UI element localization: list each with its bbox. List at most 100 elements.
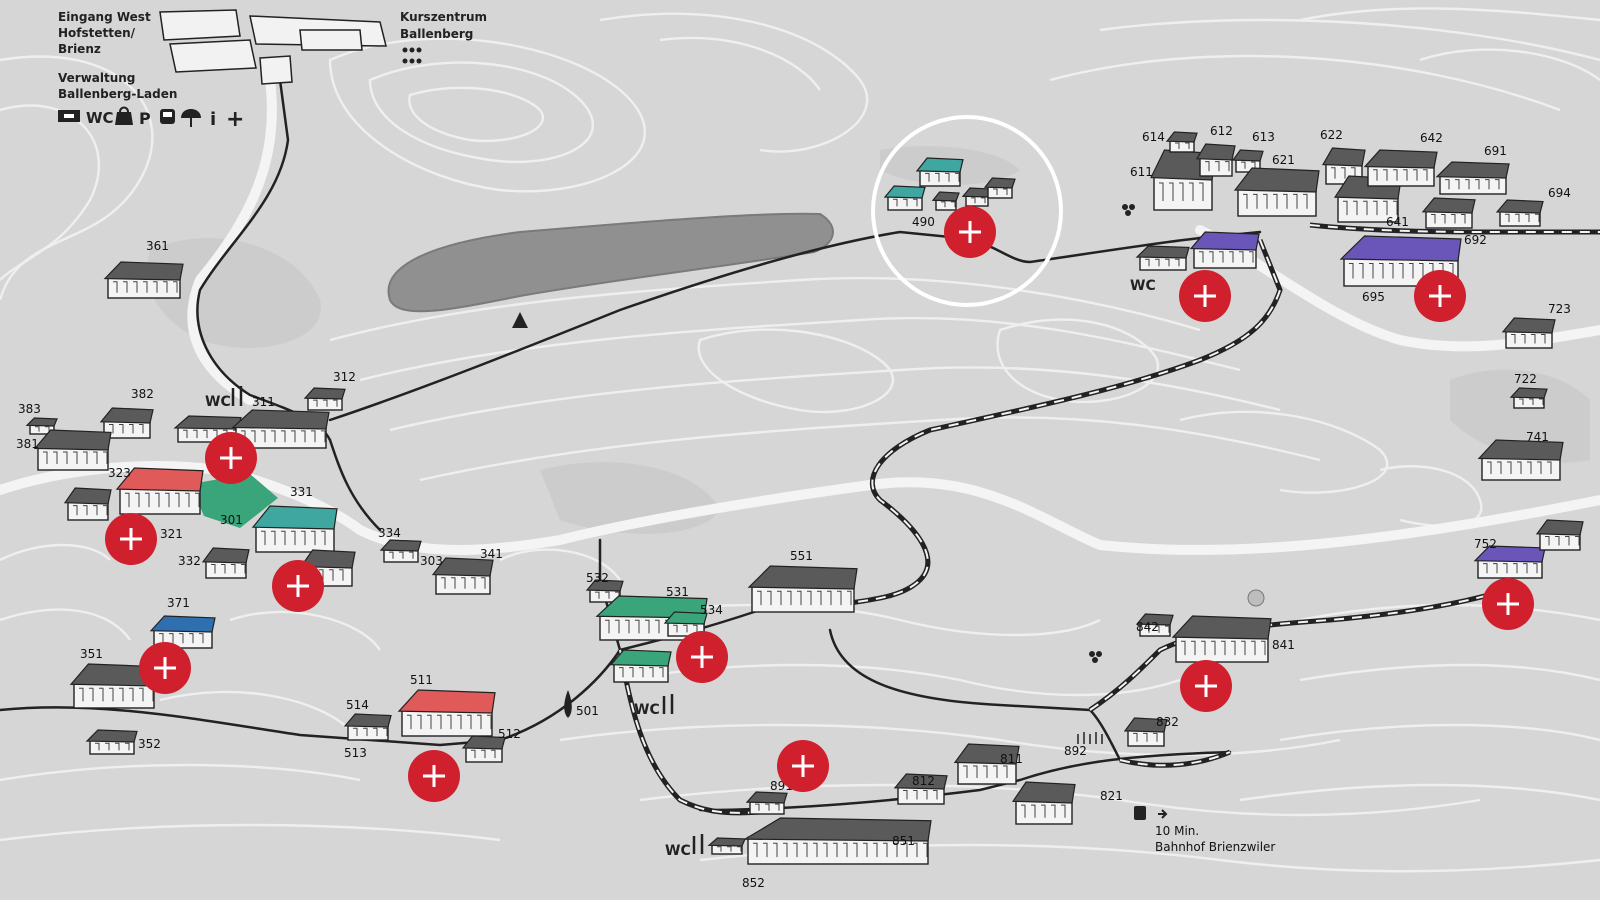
building-852	[707, 837, 746, 855]
building-691	[1435, 161, 1510, 195]
building-number-821: 821	[1100, 789, 1123, 803]
building-number-851: 851	[892, 834, 915, 848]
building-621	[1233, 167, 1320, 217]
vineyard-icon	[1077, 732, 1103, 744]
plus-icon[interactable]	[792, 755, 814, 777]
train-icon	[1134, 806, 1168, 820]
plus-icon[interactable]	[1195, 675, 1217, 697]
building-number-741: 741	[1526, 430, 1549, 444]
plus-icon[interactable]	[1194, 285, 1216, 307]
building-number-694: 694	[1548, 186, 1571, 200]
building-number-301: 301	[220, 513, 243, 527]
building-383	[25, 417, 58, 435]
building-613	[1231, 149, 1264, 173]
building-number-311: 311	[252, 395, 275, 409]
add-marker-5[interactable]	[408, 750, 460, 802]
building-number-332: 332	[178, 554, 201, 568]
add-marker-11[interactable]	[1180, 660, 1232, 712]
building-512	[461, 735, 506, 763]
building-490e	[983, 177, 1016, 199]
add-marker-2[interactable]	[105, 513, 157, 565]
building-533	[609, 649, 672, 683]
building-number-361: 361	[146, 239, 169, 253]
info-icon: i	[210, 109, 216, 130]
people-icon	[402, 47, 422, 64]
building-number-331: 331	[290, 485, 313, 499]
building-number-812: 812	[912, 774, 935, 788]
wc-label-bottom: WC	[665, 843, 691, 859]
building-612	[1195, 143, 1236, 177]
building-number-723: 723	[1548, 302, 1571, 316]
add-marker-6[interactable]	[676, 631, 728, 683]
building-351	[69, 663, 158, 709]
add-marker-3[interactable]	[272, 560, 324, 612]
add-marker-4[interactable]	[139, 642, 191, 694]
add-markers	[105, 206, 1534, 802]
building-number-691: 691	[1484, 144, 1507, 158]
plus-icon[interactable]	[120, 528, 142, 550]
plus-icon[interactable]	[959, 221, 981, 243]
building-number-341: 341	[480, 547, 503, 561]
building-number-692: 692	[1464, 233, 1487, 247]
train-note-line2: Bahnhof Brienzwiler	[1155, 840, 1275, 854]
building-number-381: 381	[16, 437, 39, 451]
building-number-892: 892	[1064, 744, 1087, 758]
add-marker-1[interactable]	[205, 432, 257, 484]
entrance-label-line2: Hofstetten/	[58, 26, 136, 40]
building-number-534: 534	[700, 603, 723, 617]
parking-icon: P	[139, 109, 151, 128]
building-692	[1421, 197, 1476, 229]
building-number-352: 352	[138, 737, 161, 751]
building-642	[1363, 149, 1438, 187]
building-number-852: 852	[742, 876, 765, 890]
building-number-501: 501	[576, 704, 599, 718]
add-marker-10[interactable]	[1414, 270, 1466, 322]
entrance-label-line3: Brienz	[58, 42, 101, 56]
building-number-512: 512	[498, 727, 521, 741]
building-751	[1535, 519, 1584, 551]
grapes-icon	[1089, 204, 1135, 663]
building-number-613: 613	[1252, 130, 1275, 144]
building-361	[103, 261, 184, 299]
building-number-612: 612	[1210, 124, 1233, 138]
building-number-511: 511	[410, 673, 433, 687]
building-891	[745, 791, 788, 815]
plus-icon[interactable]	[691, 646, 713, 668]
plus-icon[interactable]	[1497, 593, 1519, 615]
course-center-label-line1: Kurszentrum	[400, 10, 487, 24]
add-marker-9[interactable]	[1179, 270, 1231, 322]
building-purple-a	[1189, 231, 1260, 269]
building-number-811: 811	[1000, 752, 1023, 766]
building-number-531: 531	[666, 585, 689, 599]
building-511	[397, 689, 496, 737]
building-490c	[931, 191, 960, 211]
course-center-label-line2: Ballenberg	[400, 27, 473, 41]
admin-label-line1: Verwaltung	[58, 71, 135, 85]
service-icons: WC P i +	[58, 106, 244, 132]
building-812	[893, 773, 948, 805]
building-number-641: 641	[1386, 215, 1409, 229]
building-851	[742, 817, 932, 865]
plus-icon[interactable]	[220, 447, 242, 469]
building-number-514: 514	[346, 698, 369, 712]
add-marker-8[interactable]	[944, 206, 996, 258]
building-numbers: 312 311 361 382 383 381 323 321 301 331 …	[16, 124, 1571, 890]
building-332	[201, 547, 250, 579]
building-number-351: 351	[80, 647, 103, 661]
add-marker-12[interactable]	[1482, 578, 1534, 630]
building-490b	[915, 157, 964, 187]
selected-area-highlight	[871, 115, 1063, 307]
building-752	[1473, 545, 1546, 579]
plus-icon[interactable]	[154, 657, 176, 679]
add-marker-7[interactable]	[777, 740, 829, 792]
building-312	[303, 387, 346, 411]
entrance-label-line1: Eingang West	[58, 10, 151, 24]
plus-icon[interactable]	[1429, 285, 1451, 307]
building-811	[953, 743, 1020, 785]
plus-icon[interactable]	[287, 575, 309, 597]
plus-icon[interactable]	[423, 765, 445, 787]
building-number-312: 312	[333, 370, 356, 384]
wc-label-east: WC	[1130, 278, 1156, 294]
building-number-383: 383	[18, 402, 41, 416]
